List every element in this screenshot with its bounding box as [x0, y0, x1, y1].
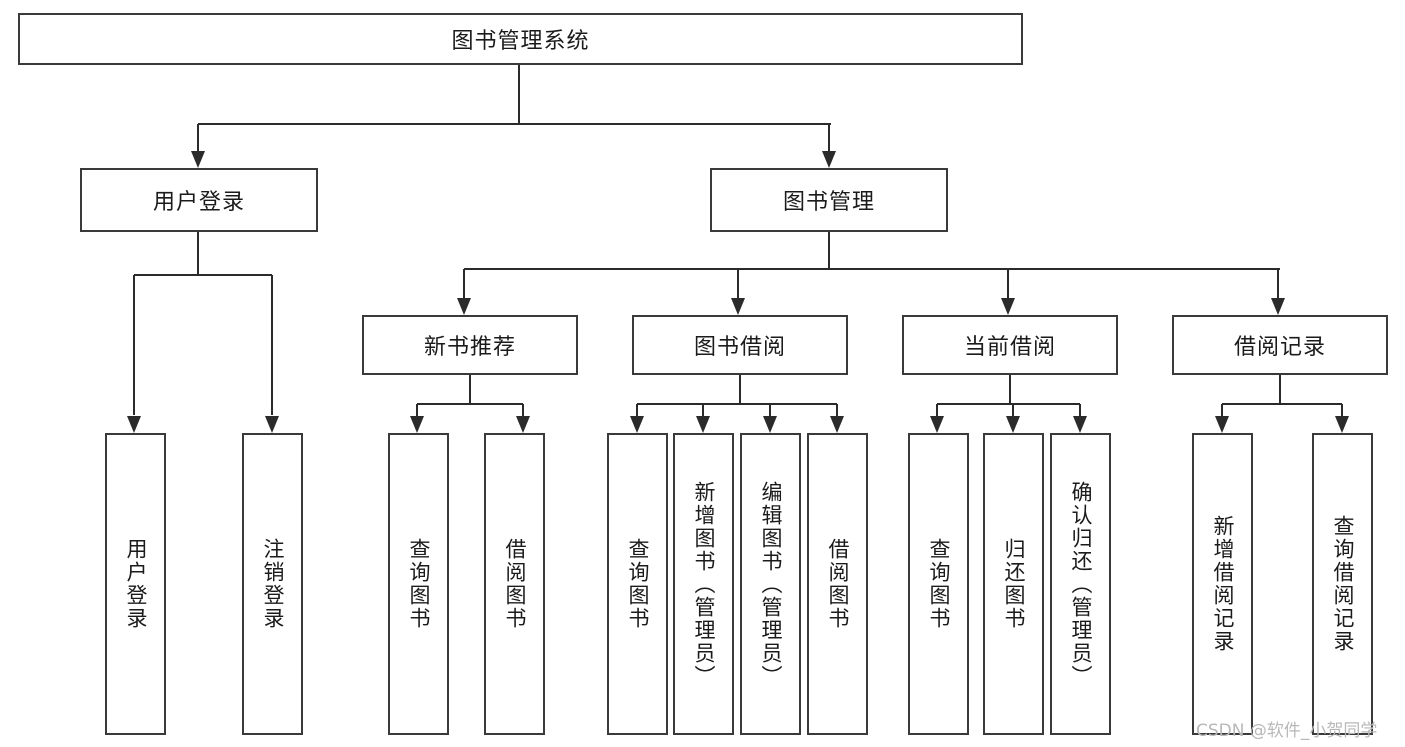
node-label: 新书推荐	[423, 335, 516, 360]
connector-line-vertical	[1276, 269, 1280, 298]
node-label: 图书管理系统	[451, 29, 590, 54]
connector-arrowhead	[190, 151, 205, 168]
node-label: 借阅图书	[826, 538, 850, 630]
node-label: 查询图书	[927, 538, 951, 630]
connector-arrowhead	[730, 298, 745, 315]
node-label: 确认归还（管理员）	[1069, 480, 1093, 688]
node-leaf-return-books[interactable]: 归还图书	[983, 433, 1044, 735]
node-book-management[interactable]: 图书管理	[710, 168, 948, 232]
node-book-borrowing[interactable]: 图书借阅	[632, 315, 848, 375]
connector-line-vertical	[517, 65, 521, 125]
connector-arrowhead	[1214, 416, 1229, 433]
connector-line-horizontal	[1222, 402, 1342, 406]
connector-line-horizontal	[464, 267, 1280, 271]
node-leaf-query-books-current[interactable]: 查询图书	[908, 433, 969, 735]
connector-arrowhead	[629, 416, 644, 433]
connector-line-vertical	[701, 404, 705, 416]
connector-line-vertical	[827, 232, 831, 270]
connector-line-vertical	[1340, 404, 1344, 416]
node-label: 注销登录	[261, 538, 285, 630]
connector-line-vertical	[736, 269, 740, 298]
connector-line-vertical	[196, 124, 200, 151]
node-label: 用户登录	[152, 190, 245, 215]
node-label: 编辑图书（管理员）	[759, 480, 783, 688]
connector-arrowhead	[1334, 416, 1349, 433]
connector-arrowhead	[762, 416, 777, 433]
node-label: 查询借阅记录	[1331, 515, 1355, 653]
connector-arrowhead	[821, 151, 836, 168]
node-current-borrowing[interactable]: 当前借阅	[902, 315, 1118, 375]
node-leaf-add-borrow-record[interactable]: 新增借阅记录	[1192, 433, 1253, 735]
node-leaf-confirm-return-admin[interactable]: 确认归还（管理员）	[1050, 433, 1111, 735]
connector-line-vertical	[415, 404, 419, 416]
node-label: 查询图书	[626, 538, 650, 630]
connector-arrowhead	[829, 416, 844, 433]
node-leaf-edit-book-admin[interactable]: 编辑图书（管理员）	[740, 433, 801, 735]
connector-line-vertical	[738, 375, 742, 405]
node-label: 借阅图书	[503, 538, 527, 630]
connector-arrowhead	[1000, 298, 1015, 315]
connector-line-vertical	[1220, 404, 1224, 416]
connector-arrowhead	[1270, 298, 1285, 315]
node-user-login[interactable]: 用户登录	[80, 168, 318, 232]
connector-line-horizontal	[637, 402, 837, 406]
node-label: 用户登录	[124, 538, 148, 630]
node-leaf-add-book-admin[interactable]: 新增图书（管理员）	[673, 433, 734, 735]
node-label: 归还图书	[1002, 538, 1026, 630]
node-label: 查询图书	[407, 538, 431, 630]
connector-line-vertical	[1011, 404, 1015, 416]
node-label: 借阅记录	[1233, 335, 1326, 360]
connector-line-vertical	[1008, 375, 1012, 405]
node-leaf-logout[interactable]: 注销登录	[242, 433, 303, 735]
connector-line-vertical	[462, 269, 466, 298]
connector-line-vertical	[468, 375, 472, 405]
connector-arrowhead	[929, 416, 944, 433]
connector-line-vertical	[1278, 375, 1282, 405]
connector-line-vertical	[196, 232, 200, 276]
connector-line-horizontal	[134, 273, 272, 277]
connector-arrowhead	[695, 416, 710, 433]
node-root-book-management-system[interactable]: 图书管理系统	[18, 13, 1023, 65]
connector-line-horizontal	[417, 402, 523, 406]
connector-line-vertical	[132, 275, 136, 415]
connector-line-horizontal	[198, 122, 831, 126]
connector-arrowhead	[409, 416, 424, 433]
node-leaf-query-borrow-record[interactable]: 查询借阅记录	[1312, 433, 1373, 735]
connector-line-vertical	[935, 404, 939, 416]
connector-line-vertical	[1078, 404, 1082, 416]
node-label: 图书管理	[782, 190, 875, 215]
connector-arrowhead	[456, 298, 471, 315]
connector-arrowhead	[126, 416, 141, 433]
node-label: 新增借阅记录	[1211, 515, 1235, 653]
node-leaf-user-login[interactable]: 用户登录	[105, 433, 166, 735]
node-leaf-query-books-recommend[interactable]: 查询图书	[388, 433, 449, 735]
node-leaf-borrow-books[interactable]: 借阅图书	[807, 433, 868, 735]
connector-line-vertical	[835, 404, 839, 416]
connector-line-vertical	[827, 124, 831, 151]
node-new-book-recommendation[interactable]: 新书推荐	[362, 315, 578, 375]
connector-line-vertical	[1006, 269, 1010, 298]
node-borrowing-records[interactable]: 借阅记录	[1172, 315, 1388, 375]
node-leaf-query-books-borrow[interactable]: 查询图书	[607, 433, 668, 735]
node-leaf-borrow-books-recommend[interactable]: 借阅图书	[484, 433, 545, 735]
connector-arrowhead	[1072, 416, 1087, 433]
node-label: 图书借阅	[693, 335, 786, 360]
connector-line-vertical	[521, 404, 525, 416]
node-label: 新增图书（管理员）	[692, 480, 716, 688]
connector-arrowhead	[1005, 416, 1020, 433]
connector-arrowhead	[264, 416, 279, 433]
connector-line-vertical	[635, 404, 639, 416]
node-label: 当前借阅	[963, 335, 1056, 360]
connector-arrowhead	[515, 416, 530, 433]
connector-line-vertical	[270, 275, 274, 415]
connector-line-horizontal	[937, 402, 1080, 406]
connector-line-vertical	[768, 404, 772, 416]
